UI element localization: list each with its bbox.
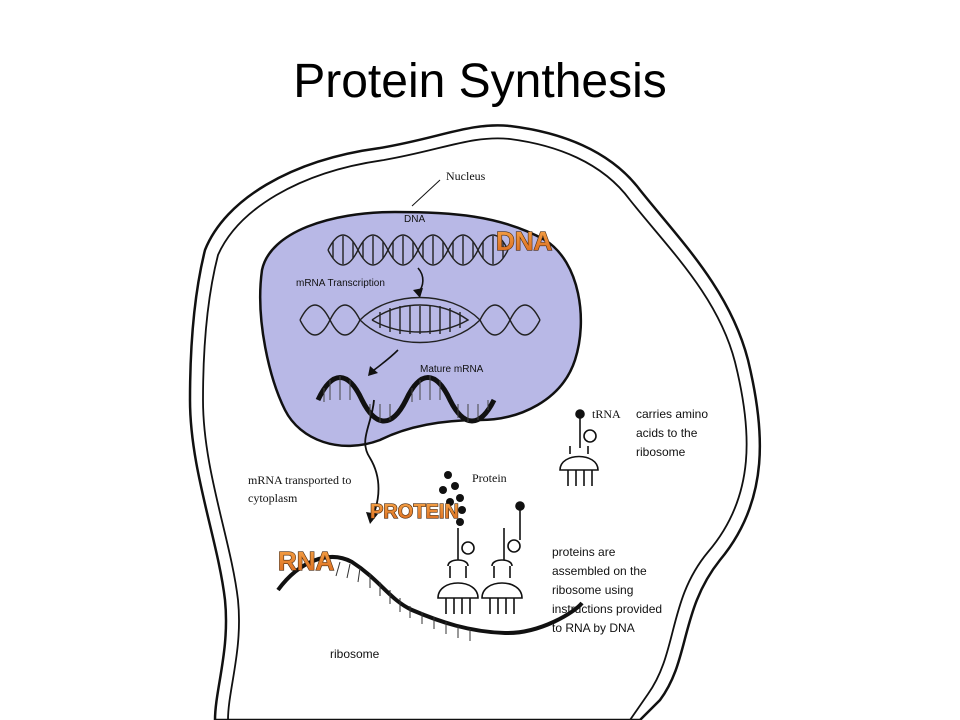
- label-trna-desc-3: ribosome: [636, 445, 686, 459]
- label-protein-big: PROTEIN: [370, 501, 459, 523]
- dna-helix: [327, 234, 509, 266]
- slide-title: Protein Synthesis: [293, 55, 667, 108]
- label-dna-small: DNA: [404, 214, 425, 225]
- label-trna-desc-2: acids to the: [636, 426, 698, 440]
- ribosome-1: [437, 528, 479, 614]
- mrna-transport-path: [364, 399, 380, 519]
- label-trna: tRNA: [592, 407, 621, 421]
- label-mrna-transcription: mRNA Transcription: [296, 278, 385, 289]
- label-assembly-desc-3: ribosome using: [552, 583, 633, 597]
- transcription-bubble: [299, 296, 541, 344]
- arrow-head-3: [366, 512, 378, 524]
- label-mrna-transport-2: cytoplasm: [248, 491, 298, 505]
- label-trna-desc-1: carries amino: [636, 407, 708, 421]
- label-assembly-desc-2: assembled on the: [552, 564, 647, 578]
- cell-membrane-inner: [202, 137, 748, 720]
- arrow-head-2: [368, 366, 378, 376]
- label-protein-small: Protein: [472, 471, 507, 485]
- label-assembly-desc-4: instructions provided: [552, 602, 662, 616]
- nucleus-pointer: [411, 179, 441, 207]
- arrow-head-1: [413, 288, 423, 298]
- mature-mrna-wave: [315, 375, 497, 424]
- label-assembly-desc-1: proteins are: [552, 545, 616, 559]
- cytoplasm-mrna-bases: [335, 561, 471, 641]
- label-nucleus: Nucleus: [446, 169, 486, 183]
- trna-molecule: [559, 409, 599, 486]
- label-assembly-desc-5: to RNA by DNA: [552, 621, 635, 635]
- label-ribosome: ribosome: [330, 647, 380, 661]
- mature-mrna-bases: [323, 376, 489, 422]
- cytoplasm-mrna-strand: [276, 555, 584, 636]
- label-rna-big: RNA: [278, 546, 335, 576]
- label-mature-mrna: Mature mRNA: [420, 364, 484, 375]
- cell-membrane-outer: [188, 124, 762, 720]
- label-mrna-transport-1: mRNA transported to: [248, 473, 351, 487]
- arrow-transcription-to-mature: [373, 349, 399, 371]
- ribosome-2: [481, 501, 525, 614]
- protein-chain: [439, 471, 466, 526]
- label-dna-big: DNA: [496, 226, 553, 256]
